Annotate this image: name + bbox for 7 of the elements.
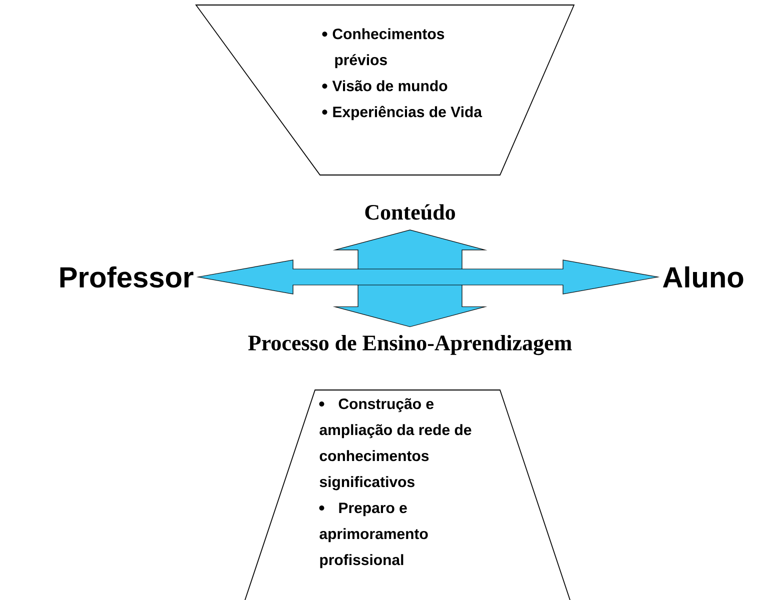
- heading-text: Processo de Ensino-Aprendizagem: [248, 334, 572, 356]
- heading-text: Aluno: [662, 266, 744, 288]
- trapezoid-box: Construção e ampliação da rede de conhecimentos significativos Preparo e aprimoramento profissional: [244, 390, 570, 600]
- heading-text: Professor: [60, 266, 194, 288]
- heading-text: Conteúdo: [365, 204, 455, 220]
- node-label: Preparo e aprimoramento profissional: [320, 502, 428, 568]
- node-label: Construção e ampliação da rede de conhecimentos significativos: [320, 398, 472, 490]
